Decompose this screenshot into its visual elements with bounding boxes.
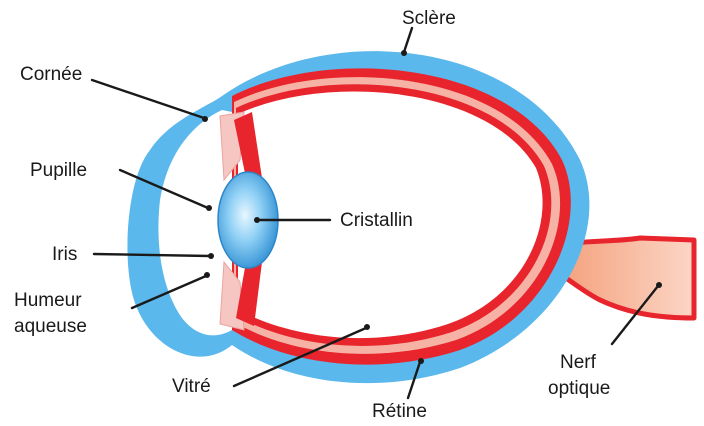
label-humeur-line2: aqueuse <box>14 316 87 337</box>
label-retine: Rétine <box>372 401 427 422</box>
sclere-leader <box>404 28 412 52</box>
label-pupille: Pupille <box>30 160 87 181</box>
sclere-dot <box>401 50 407 56</box>
label-vitre: Vitré <box>172 376 211 397</box>
iris-dot <box>208 253 214 259</box>
pupille-dot <box>206 205 212 211</box>
cornee-leader <box>92 80 204 118</box>
label-nerf-line1: Nerf <box>560 352 597 373</box>
cristallin-dot <box>254 217 260 223</box>
label-nerf-line2: optique <box>548 378 610 399</box>
humeur-dot <box>204 272 210 278</box>
label-cornee: Cornée <box>20 64 82 85</box>
label-cristallin: Cristallin <box>340 210 413 231</box>
label-iris: Iris <box>52 244 77 265</box>
nerf-dot <box>656 282 662 288</box>
label-humeur-line1: Humeur <box>14 290 82 311</box>
cornee-dot <box>202 116 208 122</box>
vitre-dot <box>364 324 370 330</box>
retine-dot <box>418 358 424 364</box>
label-sclere: Sclère <box>402 8 456 29</box>
